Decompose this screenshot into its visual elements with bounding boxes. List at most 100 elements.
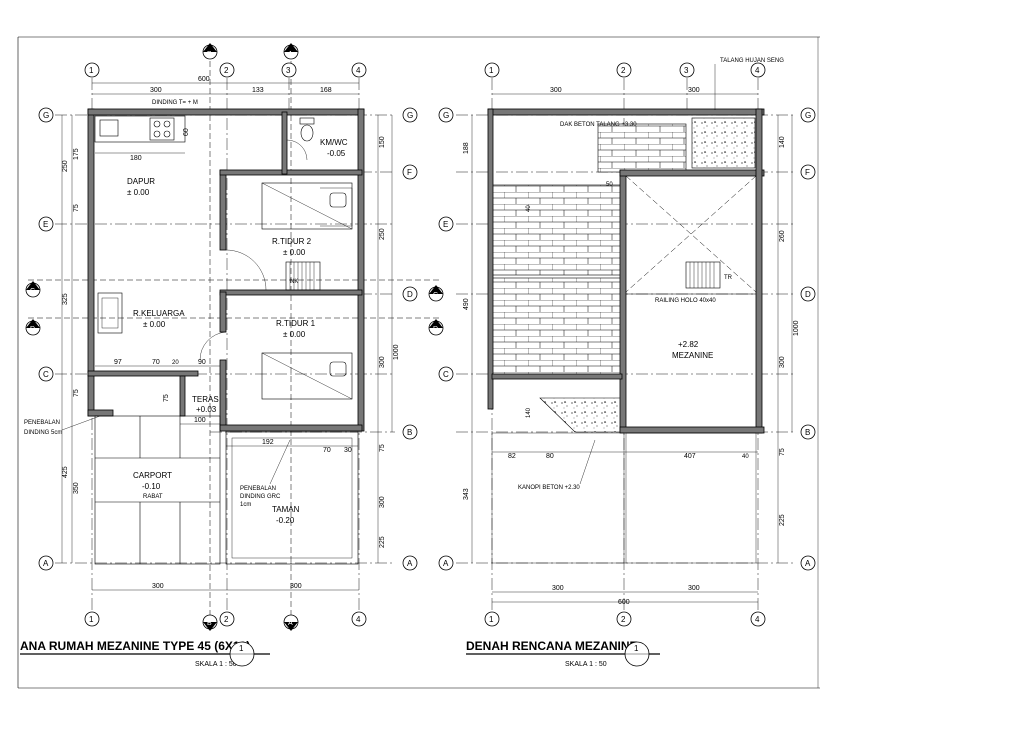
- svg-text:1: 1: [489, 615, 494, 624]
- svg-text:D: D: [433, 326, 438, 333]
- svg-text:E: E: [43, 220, 48, 229]
- svg-text:188: 188: [463, 142, 470, 154]
- stove-icon: [149, 117, 175, 141]
- svg-text:1: 1: [89, 615, 94, 624]
- svg-text:2: 2: [621, 615, 626, 624]
- svg-text:G: G: [43, 111, 49, 120]
- svg-text:C: C: [43, 370, 49, 379]
- svg-text:225: 225: [379, 536, 386, 548]
- room-level: +0.03: [196, 405, 217, 414]
- svg-text:75: 75: [779, 448, 786, 456]
- svg-text:490: 490: [463, 298, 470, 310]
- svg-text:E: E: [443, 220, 448, 229]
- room-name: R.TIDUR 2: [272, 237, 312, 246]
- stair-icon: TR: [685, 261, 733, 289]
- svg-text:D: D: [407, 290, 413, 299]
- svg-text:343: 343: [463, 488, 470, 500]
- svg-text:75: 75: [379, 444, 386, 452]
- svg-text:100: 100: [194, 417, 206, 424]
- svg-text:1: 1: [634, 644, 639, 653]
- svg-text:80: 80: [546, 453, 554, 460]
- svg-text:300: 300: [290, 583, 302, 590]
- svg-text:150: 150: [379, 136, 386, 148]
- svg-text:325: 325: [62, 293, 69, 305]
- garden-area: [225, 431, 359, 565]
- carport-paving: [94, 415, 221, 565]
- plan-scale: SKALA 1 : 50: [565, 661, 607, 668]
- svg-text:225: 225: [779, 514, 786, 526]
- note-text: PENEBALAN: [240, 486, 276, 492]
- svg-text:B: B: [805, 428, 810, 437]
- svg-text:1: 1: [239, 644, 244, 653]
- svg-text:82: 82: [508, 453, 516, 460]
- svg-text:TR: TR: [724, 275, 733, 281]
- bed-icon: [261, 352, 353, 400]
- left-dims-top: 600 300 133 168: [92, 76, 359, 95]
- svg-text:407: 407: [684, 453, 696, 460]
- right-grid-bubbles: 1 2 3 4 1 2 4 G E C A G F D B A: [438, 62, 816, 627]
- left-floor-plan: KM/WC -0.05 DAPUR ± 0.00 R.TIDUR 2 ± 0.0…: [20, 43, 444, 668]
- right-dims-top: 300 300: [492, 87, 758, 95]
- room-name: R.KELUARGA: [133, 309, 185, 318]
- svg-text:C: C: [443, 370, 449, 379]
- svg-text:425: 425: [62, 466, 69, 478]
- svg-text:G: G: [407, 111, 413, 120]
- room-level: ± 0.00: [283, 330, 306, 339]
- note-text: DINDING GRC: [240, 494, 281, 500]
- svg-text:600: 600: [198, 76, 210, 83]
- svg-text:300: 300: [150, 87, 162, 94]
- svg-text:300: 300: [688, 87, 700, 94]
- svg-text:3: 3: [286, 66, 291, 75]
- stair-icon: [285, 261, 321, 291]
- left-dims-inner: 180 60 97 70 20 90 75 100 192 70 30: [95, 128, 358, 454]
- roof-tiles-upper: [491, 184, 625, 276]
- svg-text:70: 70: [323, 447, 331, 454]
- lower-outline: [625, 432, 757, 564]
- roof-tiles-top: [597, 123, 687, 173]
- svg-text:140: 140: [779, 136, 786, 148]
- room-level: ± 0.00: [143, 320, 166, 329]
- svg-text:250: 250: [379, 228, 386, 240]
- svg-text:F: F: [805, 168, 810, 177]
- svg-text:30: 30: [344, 447, 352, 454]
- left-grid-bubbles: 1 2 3 4 1 2 4 G E C A G F D B A: [38, 62, 418, 627]
- svg-text:B: B: [407, 428, 412, 437]
- left-dims-left: 250 175 75 325 75 425 350: [61, 115, 80, 563]
- svg-text:C: C: [30, 288, 35, 295]
- svg-text:A: A: [443, 559, 449, 568]
- right-dims-bottom: 300 600 300: [492, 585, 758, 606]
- stair-label: NK: [290, 279, 298, 285]
- svg-text:A: A: [407, 559, 413, 568]
- note-text: 1cm: [240, 502, 251, 508]
- toilet-icon: [299, 117, 315, 142]
- svg-text:1000: 1000: [793, 320, 800, 336]
- door-swing-icon: [199, 331, 227, 361]
- talang-label: TALANG HUJAN SENG: [720, 58, 784, 64]
- svg-text:168: 168: [320, 87, 332, 94]
- svg-text:600: 600: [618, 599, 630, 606]
- svg-text:350: 350: [73, 482, 80, 494]
- svg-text:1: 1: [89, 66, 94, 75]
- svg-text:300: 300: [379, 356, 386, 368]
- plan-scale: SKALA 1 : 50: [195, 661, 237, 668]
- svg-text:3: 3: [684, 66, 689, 75]
- room-name: TERAS: [192, 395, 219, 404]
- left-grid-lines: [55, 78, 395, 612]
- leader-line: [579, 439, 596, 485]
- room-name: DAPUR: [127, 177, 155, 186]
- svg-text:90: 90: [198, 359, 206, 366]
- svg-text:175: 175: [73, 148, 80, 160]
- svg-text:75: 75: [73, 204, 80, 212]
- svg-text:97: 97: [114, 359, 122, 366]
- section-markers: B A B A C D C D: [25, 43, 444, 631]
- svg-text:60: 60: [183, 128, 190, 136]
- room-name: KM/WC: [320, 138, 348, 147]
- bed-icon: [261, 182, 353, 230]
- svg-text:A: A: [43, 559, 49, 568]
- svg-text:300: 300: [550, 87, 562, 94]
- sink-icon: [99, 119, 119, 137]
- plan-title: DENAH RENCANA MEZANINE: [466, 639, 638, 653]
- right-dims-inner: 50 40 140 82 80 407 40: [492, 182, 758, 460]
